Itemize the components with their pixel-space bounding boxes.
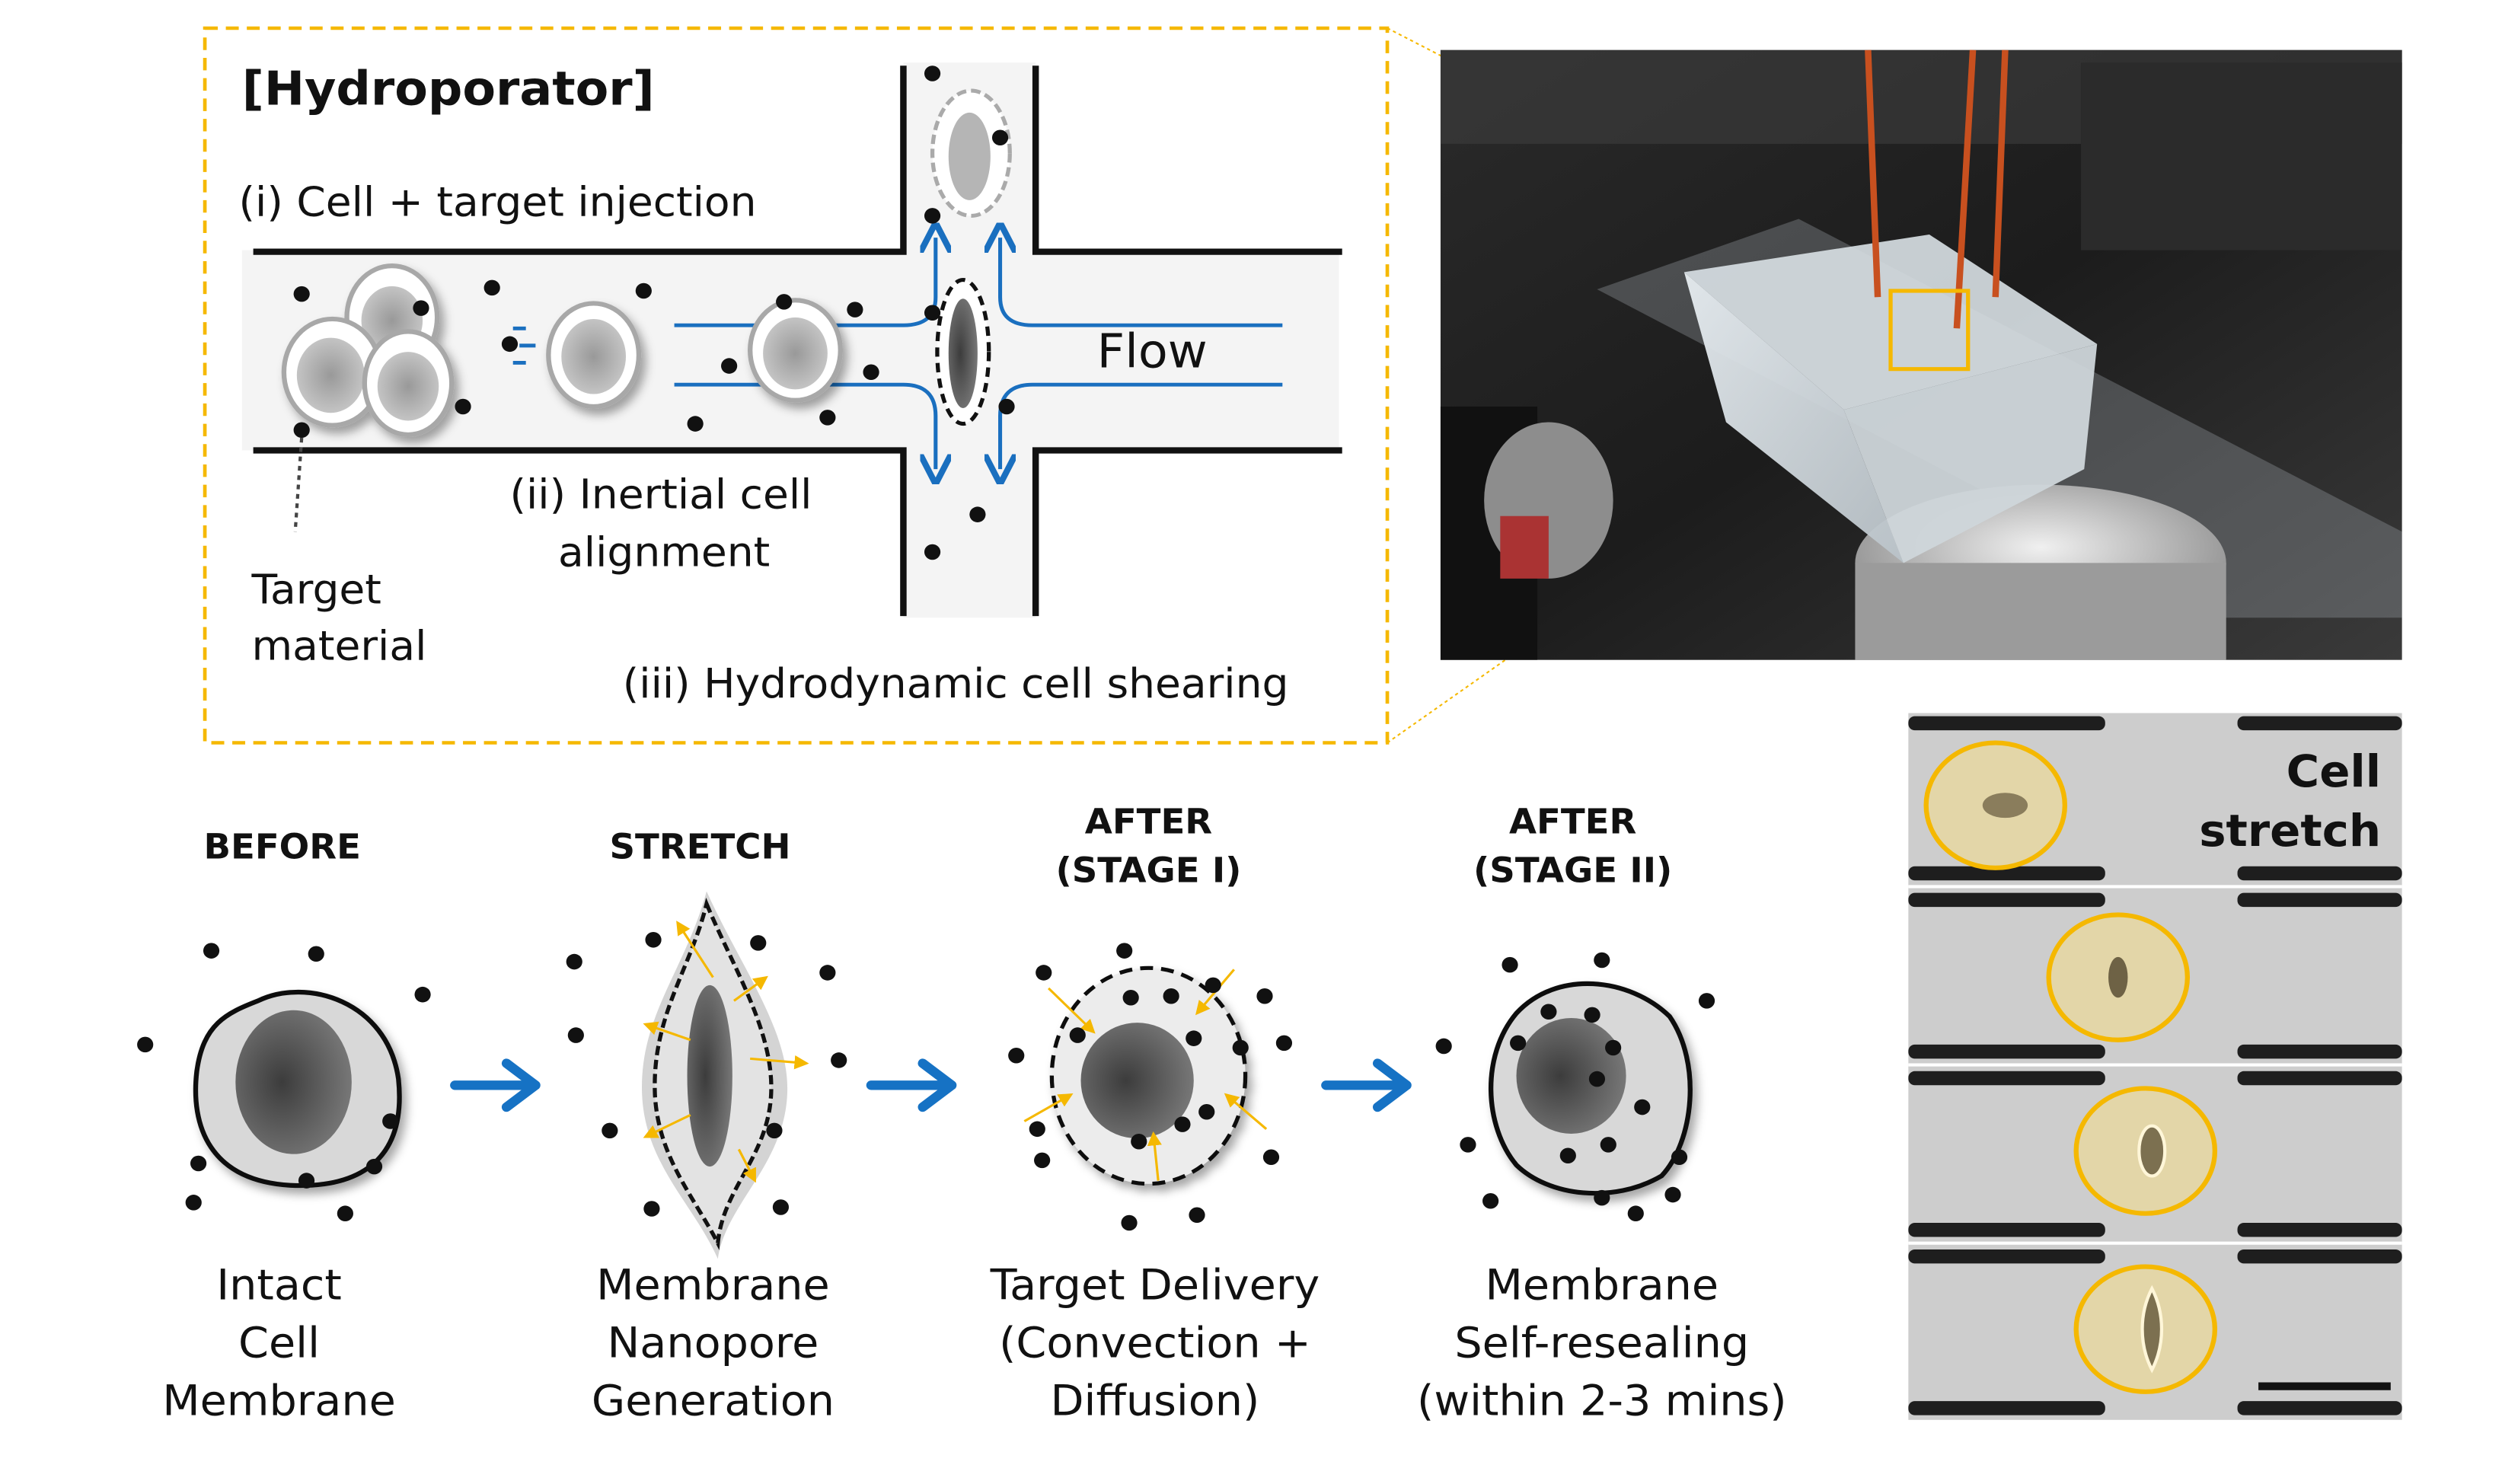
micrograph-label-line2: stretch — [2199, 806, 2381, 857]
stage-2-heading: STRETCH — [609, 826, 790, 866]
micrograph-cell — [1923, 740, 2068, 870]
arrow-icon — [1321, 1058, 1412, 1112]
stage-2-caption-line2: Nanopore — [608, 1319, 819, 1368]
step-ii-label-line2: alignment — [558, 528, 770, 576]
sheared-cell — [935, 278, 991, 426]
micrograph-cell — [2073, 1086, 2218, 1216]
stage-3-caption-line1: Target Delivery — [990, 1261, 1320, 1310]
single-cell — [546, 301, 642, 410]
step-iii-label: (iii) Hydrodynamic cell shearing — [623, 660, 1289, 707]
arrow-icon — [450, 1058, 541, 1112]
target-material-label-line2: material — [252, 622, 427, 669]
cell-stretch-micrograph: Cell stretch — [1908, 713, 2402, 1420]
scale-bar — [2258, 1382, 2391, 1390]
stage-before-cell — [137, 943, 431, 1221]
device-photo — [1440, 49, 2402, 660]
target-material-label-line1: Target — [251, 566, 381, 614]
stage-3-heading-line2: (STAGE I) — [1055, 850, 1241, 890]
stage-3-caption-line2: (Convection + — [999, 1319, 1311, 1368]
step-ii-label-line1: (ii) Inertial cell — [509, 471, 812, 518]
stage-1-caption-line3: Membrane — [162, 1377, 396, 1425]
stage-1-caption-line1: Intact — [216, 1261, 341, 1310]
stage-3-caption-line3: Diffusion) — [1051, 1377, 1260, 1425]
stage-4-heading-line2: (STAGE II) — [1473, 850, 1672, 890]
stage-captions: Intact Cell Membrane Membrane Nanopore G… — [162, 1261, 1786, 1425]
stage-4-caption-line2: Self-resealing — [1454, 1319, 1749, 1368]
stage-4-heading-line1: AFTER — [1509, 801, 1636, 841]
stage-stretch-cell — [566, 891, 847, 1259]
cell-cluster — [281, 263, 455, 438]
device-zoom-box — [1888, 289, 1971, 372]
target-leader-line — [293, 437, 304, 532]
flow-label: Flow — [1097, 324, 1208, 379]
micrograph-cell — [2046, 912, 2191, 1042]
target-particles — [293, 65, 1015, 560]
stage-1-heading: BEFORE — [204, 826, 362, 866]
micrograph-label-line1: Cell — [2287, 746, 2381, 797]
stage-4-caption-line1: Membrane — [1486, 1261, 1719, 1310]
hydroporator-title: [Hydroporator] — [242, 62, 655, 116]
hydroporator-panel: [Hydroporator] (i) Cell + target injecti… — [203, 26, 1390, 745]
aligned-cell — [747, 298, 843, 403]
stage-after-2-cell — [1435, 952, 1715, 1221]
micrograph-cell — [2073, 1264, 2218, 1394]
motion-lines — [512, 326, 536, 365]
stage-1-caption-line2: Cell — [238, 1319, 320, 1368]
stage-4-caption-line3: (within 2-3 mins) — [1417, 1377, 1787, 1425]
step-i-label: (i) Cell + target injection — [239, 178, 757, 225]
stage-2-caption-line3: Generation — [592, 1377, 835, 1425]
exiting-cell — [930, 88, 1012, 218]
stage-headings: BEFORE STRETCH AFTER (STAGE I) AFTER (ST… — [204, 801, 1673, 890]
stage-after-1-cell — [1008, 943, 1293, 1231]
dashed-frame — [203, 26, 1390, 745]
channel-walls — [1908, 716, 2402, 1415]
stage-2-caption-line1: Membrane — [596, 1261, 830, 1310]
arrow-icon — [866, 1058, 957, 1112]
stage-3-heading-line1: AFTER — [1085, 801, 1212, 841]
